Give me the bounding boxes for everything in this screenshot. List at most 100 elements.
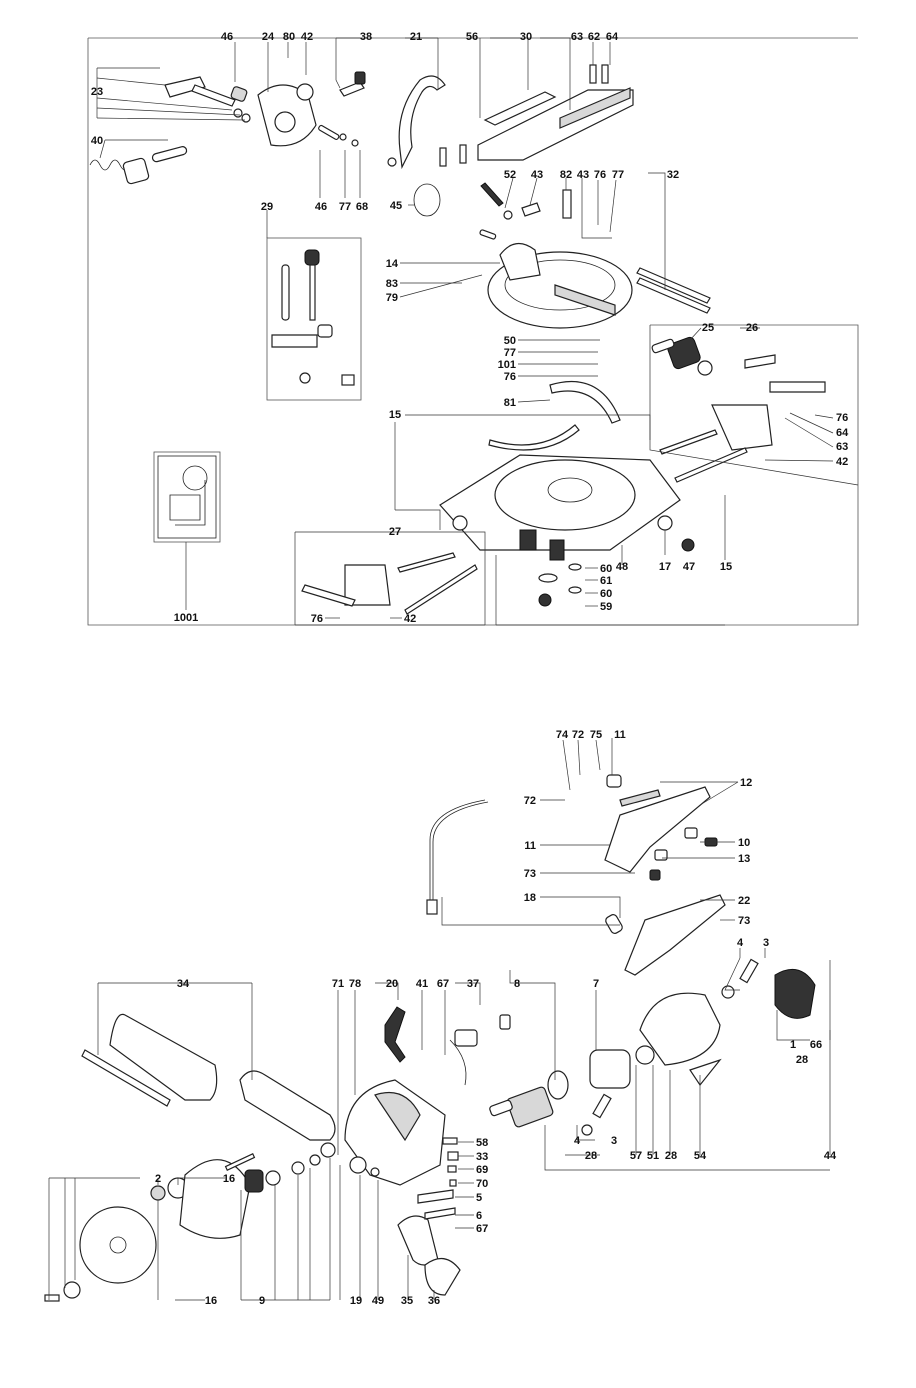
part-label: 30 bbox=[520, 31, 532, 43]
part-label: 67 bbox=[437, 978, 449, 990]
part-label: 18 bbox=[524, 892, 536, 904]
part-label: 44 bbox=[824, 1150, 837, 1162]
part-label: 11 bbox=[614, 729, 626, 741]
part-label: 48 bbox=[616, 561, 628, 573]
handle-35 bbox=[397, 1215, 439, 1266]
part-label: 35 bbox=[401, 1295, 413, 1307]
field-coil bbox=[589, 1049, 631, 1089]
handle-36 bbox=[424, 1258, 461, 1296]
part-label: 11 bbox=[524, 840, 536, 852]
part-label: 28 bbox=[665, 1150, 677, 1162]
part-label: 43 bbox=[577, 169, 589, 181]
lower-assembly: 74 72 75 11 12 72 10 11 13 73 18 22 73 4… bbox=[44, 729, 837, 1307]
part-label: 16 bbox=[205, 1295, 217, 1307]
part-label: 42 bbox=[404, 613, 416, 625]
part-label: 64 bbox=[606, 31, 619, 43]
dust-chute bbox=[81, 1013, 336, 1141]
part-label: 1 bbox=[790, 1039, 796, 1051]
motor-housing bbox=[635, 958, 816, 1087]
power-cable bbox=[426, 799, 623, 934]
part-label: 49 bbox=[372, 1295, 384, 1307]
part-label: 10 bbox=[738, 837, 750, 849]
depth-stop-arm bbox=[398, 75, 446, 170]
part-label: 21 bbox=[410, 31, 422, 43]
part-label: 76 bbox=[504, 371, 516, 383]
part-label: 77 bbox=[504, 347, 516, 359]
handle-assembly bbox=[164, 71, 366, 147]
armature bbox=[489, 1070, 569, 1128]
part-label: 73 bbox=[738, 915, 750, 927]
part-label: 22 bbox=[738, 895, 750, 907]
part-label: 28 bbox=[796, 1054, 808, 1066]
spindle bbox=[224, 1142, 380, 1193]
part-label: 42 bbox=[301, 31, 313, 43]
part-label: 38 bbox=[360, 31, 372, 43]
part-label: 67 bbox=[476, 1223, 488, 1235]
part-label: 63 bbox=[836, 441, 848, 453]
part-label: 63 bbox=[571, 31, 583, 43]
part-label: 28 bbox=[585, 1150, 597, 1162]
part-label: 3 bbox=[611, 1135, 617, 1147]
part-label: 26 bbox=[746, 322, 758, 334]
part-label: 64 bbox=[836, 427, 849, 439]
locking-knob bbox=[651, 336, 713, 376]
upper-frame-line bbox=[87, 38, 859, 626]
part-label: 24 bbox=[262, 31, 275, 43]
part-label: 42 bbox=[836, 456, 848, 468]
inset-1001 bbox=[153, 451, 221, 543]
part-label: 56 bbox=[466, 31, 478, 43]
bevel-scale bbox=[549, 381, 621, 424]
part-label: 72 bbox=[524, 795, 536, 807]
part-label: 15 bbox=[389, 409, 401, 421]
part-label: 62 bbox=[588, 31, 600, 43]
part-label: 1001 bbox=[174, 612, 198, 624]
part-label: 101 bbox=[498, 359, 516, 371]
part-label: 77 bbox=[339, 201, 351, 213]
part-label: 58 bbox=[476, 1137, 488, 1149]
part-label: 36 bbox=[428, 1295, 440, 1307]
part-label: 68 bbox=[356, 201, 368, 213]
part-label: 41 bbox=[416, 978, 428, 990]
right-support bbox=[659, 354, 826, 483]
part-label: 61 bbox=[600, 575, 612, 587]
part-label: 60 bbox=[600, 563, 612, 575]
upper-assembly: 46 24 80 42 38 21 56 30 63 62 64 23 40 4… bbox=[87, 31, 859, 626]
part-label: 69 bbox=[476, 1164, 488, 1176]
part-label: 20 bbox=[386, 978, 398, 990]
part-label: 37 bbox=[467, 978, 479, 990]
part-label: 2 bbox=[155, 1173, 161, 1185]
part-label: 40 bbox=[91, 135, 103, 147]
part-label: 46 bbox=[315, 201, 327, 213]
part-label: 51 bbox=[647, 1150, 659, 1162]
part-label: 71 bbox=[332, 978, 344, 990]
part-label: 4 bbox=[574, 1135, 581, 1147]
fence-assembly bbox=[477, 64, 634, 161]
rear-handle bbox=[624, 894, 726, 976]
part-label: 32 bbox=[667, 169, 679, 181]
part-label: 78 bbox=[349, 978, 361, 990]
part-label: 43 bbox=[531, 169, 543, 181]
part-label: 14 bbox=[386, 258, 399, 270]
part-label: 4 bbox=[737, 937, 744, 949]
part-label: 9 bbox=[259, 1295, 265, 1307]
part-label: 7 bbox=[593, 978, 599, 990]
saw-blade bbox=[44, 1177, 189, 1302]
left-support bbox=[301, 552, 478, 615]
upper-leaders bbox=[96, 37, 859, 626]
part-label: 76 bbox=[594, 169, 606, 181]
part-label: 52 bbox=[504, 169, 516, 181]
part-label: 33 bbox=[476, 1151, 488, 1163]
part-label: 77 bbox=[612, 169, 624, 181]
part-label: 50 bbox=[504, 335, 516, 347]
part-label: 57 bbox=[630, 1150, 642, 1162]
part-label: 45 bbox=[390, 200, 402, 212]
part-label: 72 bbox=[572, 729, 584, 741]
part-label: 29 bbox=[261, 201, 273, 213]
part-label: 16 bbox=[223, 1173, 235, 1185]
part-label: 46 bbox=[221, 31, 233, 43]
part-label: 8 bbox=[514, 978, 520, 990]
part-label: 27 bbox=[389, 526, 401, 538]
part-label: 73 bbox=[524, 868, 536, 880]
part-label: 79 bbox=[386, 292, 398, 304]
part-label: 19 bbox=[350, 1295, 362, 1307]
